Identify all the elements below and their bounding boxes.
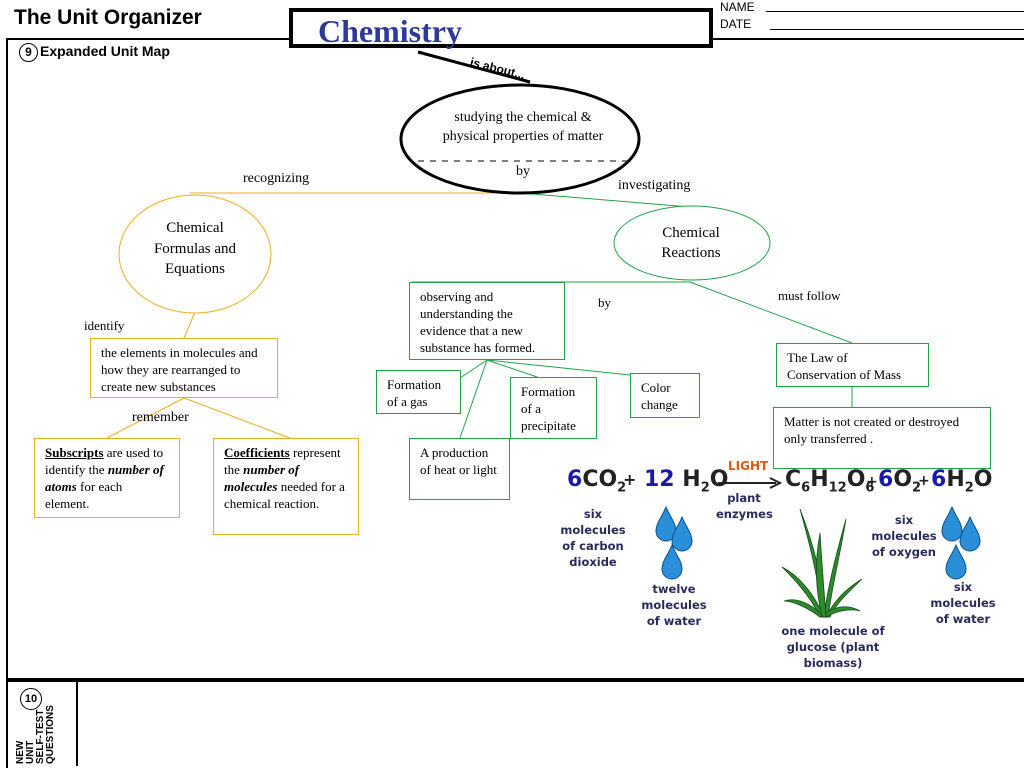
is-about-connector bbox=[417, 50, 531, 84]
section-number-badge: 9 bbox=[19, 43, 38, 62]
h2o-product-h: H bbox=[946, 467, 965, 492]
observe-heat-connector bbox=[459, 359, 488, 439]
observe-box: observing and understanding the evidence… bbox=[409, 282, 565, 360]
reaction-arrow-icon bbox=[718, 477, 783, 489]
caption-oxygen: six molecules of oxygen bbox=[871, 513, 937, 559]
o2-subscript: 2 bbox=[912, 480, 922, 496]
h2o-h: H bbox=[682, 467, 701, 492]
formulas-elements-connector bbox=[183, 311, 196, 339]
investigating-label: investigating bbox=[618, 178, 691, 193]
reactions-oval bbox=[613, 205, 771, 281]
light-label: LIGHT bbox=[728, 459, 769, 473]
self-test-line-4: QUESTIONS bbox=[45, 705, 56, 764]
coefficients-text-1: represent the bbox=[224, 445, 341, 477]
glucose-c-sub: 6 bbox=[801, 480, 811, 496]
elements-subscripts-connector bbox=[106, 397, 185, 439]
subject-title-box bbox=[289, 8, 713, 48]
plant-icon bbox=[781, 508, 863, 618]
name-label: NAME bbox=[720, 0, 755, 14]
investigating-connector bbox=[519, 192, 691, 208]
identify-label: identify bbox=[84, 318, 125, 333]
caption-six-water: six molecules of water bbox=[930, 580, 996, 626]
glucose-h-sub: 12 bbox=[828, 480, 847, 496]
reactions-law-connector bbox=[689, 281, 853, 344]
self-test-panel bbox=[6, 680, 1024, 768]
glucose-o: O bbox=[846, 467, 866, 492]
section-title: Expanded Unit Map bbox=[40, 43, 170, 59]
plant-enzymes-label: plant enzymes bbox=[716, 490, 773, 522]
glucose-c: C bbox=[785, 467, 802, 492]
elements-box: the elements in molecules and how they a… bbox=[90, 338, 278, 398]
observe-color-connector bbox=[486, 359, 641, 377]
plus-2: + bbox=[866, 474, 878, 490]
h2o-product-subscript: 2 bbox=[964, 480, 974, 496]
glucose-o-sub: 6 bbox=[865, 480, 875, 496]
must-follow-label: must follow bbox=[778, 288, 841, 303]
heat-light-box: A production of heat or light bbox=[409, 438, 510, 500]
caption-twelve-water: twelve molecules of water bbox=[641, 582, 707, 628]
self-test-label: NEW UNIT SELF-TEST QUESTIONS bbox=[15, 705, 56, 764]
elements-coefficients-connector bbox=[183, 397, 291, 439]
observe-precipitate-connector bbox=[486, 359, 541, 379]
by-label: by bbox=[598, 295, 611, 310]
app-title: The Unit Organizer bbox=[14, 6, 202, 29]
subscripts-text-2: for each element. bbox=[45, 479, 123, 511]
law-box: The Law of Conservation of Mass bbox=[776, 343, 929, 387]
h2o-term: 12 H2O bbox=[644, 467, 728, 495]
h2o-product-coefficient: 6 bbox=[931, 467, 947, 492]
h2o-subscript: 2 bbox=[700, 480, 710, 496]
glucose-h: H bbox=[810, 467, 829, 492]
water-drops-icon bbox=[655, 505, 693, 580]
plant-label: plant bbox=[727, 491, 761, 505]
observe-gas-connector bbox=[459, 359, 488, 379]
coefficients-heading: Coefficients bbox=[224, 445, 290, 460]
enzymes-label: enzymes bbox=[716, 507, 773, 521]
reactions-text: Chemical Reactions bbox=[661, 225, 721, 261]
o2-coefficient: 6 bbox=[878, 467, 894, 492]
recognizing-label: recognizing bbox=[243, 171, 310, 186]
water-drops-product-icon bbox=[941, 505, 981, 580]
central-concept-text: studying the chemical & physical propert… bbox=[442, 110, 604, 144]
self-test-number-badge: 10 bbox=[20, 688, 42, 710]
central-by-text: by bbox=[516, 164, 530, 179]
name-line[interactable] bbox=[766, 11, 1024, 12]
remember-label: remember bbox=[132, 410, 189, 425]
coefficients-emphasis: number of molecules bbox=[224, 462, 300, 494]
gas-box: Formation of a gas bbox=[376, 370, 461, 414]
o2-formula: O bbox=[893, 467, 913, 492]
caption-carbon-dioxide: six molecules of carbon dioxide bbox=[560, 507, 626, 569]
h2o-product-term: 6H2O bbox=[931, 467, 992, 495]
coefficients-box: Coefficients represent the number of mol… bbox=[213, 438, 359, 535]
color-change-box: Color change bbox=[630, 373, 700, 418]
co2-subscript: 2 bbox=[617, 480, 627, 496]
h2o-o: O bbox=[709, 467, 729, 492]
co2-term: 6CO2 bbox=[567, 467, 626, 495]
central-concept-oval bbox=[399, 83, 641, 195]
subscripts-text-1: are used to identify the bbox=[45, 445, 164, 477]
precipitate-box: Formation of a precipitate bbox=[510, 377, 597, 439]
matter-box: Matter is not created or destroyed only … bbox=[773, 407, 991, 469]
subscripts-emphasis: number of atoms bbox=[45, 462, 164, 494]
self-test-answer-area[interactable] bbox=[80, 684, 1020, 764]
plus-1: + bbox=[623, 470, 637, 489]
formulas-oval bbox=[118, 194, 272, 314]
caption-glucose: one molecule of glucose (plant biomass) bbox=[781, 624, 885, 670]
h2o-product-o: O bbox=[973, 467, 993, 492]
o2-term: 6O2 bbox=[878, 467, 921, 495]
subscripts-heading: Subscripts bbox=[45, 445, 104, 460]
formulas-text: Chemical Formulas and Equations bbox=[153, 220, 237, 277]
subject-title: Chemistry bbox=[318, 13, 462, 49]
date-label: DATE bbox=[720, 17, 752, 31]
glucose-term: C6H12O6 bbox=[785, 467, 874, 495]
date-line[interactable] bbox=[770, 29, 1024, 30]
subscripts-box: Subscripts are used to identify the numb… bbox=[34, 438, 180, 518]
plus-3: + bbox=[918, 473, 930, 489]
coefficients-text-2: needed for a chemical reaction. bbox=[224, 479, 345, 511]
co2-coefficient: 6 bbox=[567, 467, 583, 492]
self-test-divider bbox=[76, 680, 78, 766]
h2o-coefficient: 12 bbox=[644, 467, 675, 492]
co2-formula: CO bbox=[582, 467, 618, 492]
